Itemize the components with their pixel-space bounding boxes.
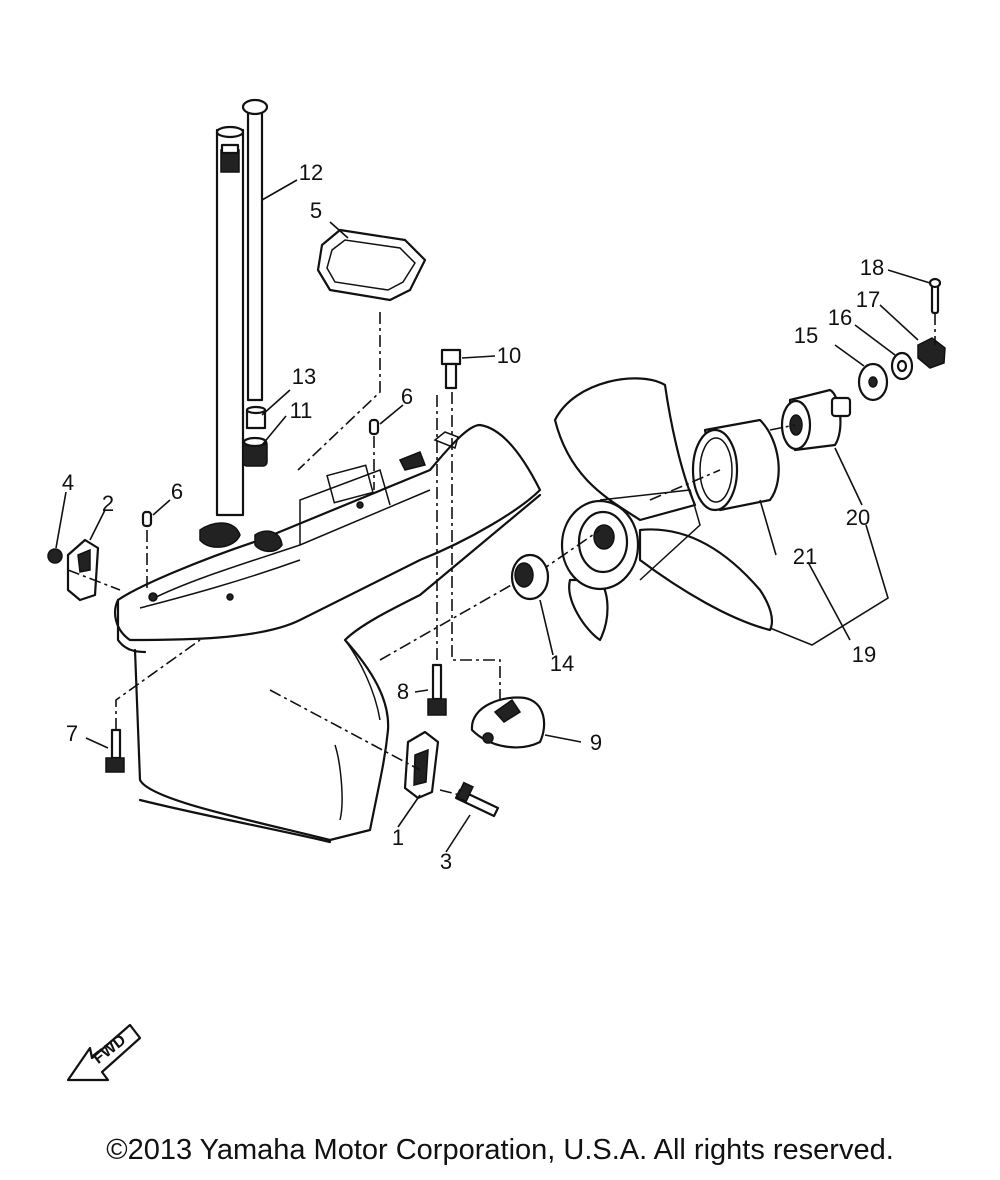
bolt <box>105 728 125 773</box>
dowel-pin <box>368 418 380 436</box>
callout-12: 12 <box>298 160 324 185</box>
leader-lines <box>55 179 931 853</box>
callout-21: 21 <box>792 544 818 569</box>
callout-13: 13 <box>291 364 317 389</box>
callout-3: 3 <box>439 849 453 874</box>
callout-5: 5 <box>309 198 323 223</box>
callout-18: 18 <box>859 255 885 280</box>
callout-1: 1 <box>391 825 405 850</box>
callout-14: 14 <box>549 651 575 676</box>
lower-unit-housing <box>114 423 542 844</box>
dowel-pin <box>141 510 153 528</box>
callout-4: 4 <box>61 470 75 495</box>
cotter-pin-head <box>928 277 942 289</box>
copyright-notice: ©2013 Yamaha Motor Corporation, U.S.A. A… <box>106 1134 894 1166</box>
trim-plate <box>470 696 546 749</box>
callout-19: 19 <box>851 642 877 667</box>
trim-tab <box>66 538 100 602</box>
assembly-lines <box>67 312 936 796</box>
callout-10: 10 <box>496 343 522 368</box>
callout-9: 9 <box>589 730 603 755</box>
spacer <box>691 418 780 512</box>
callout-7: 7 <box>65 721 79 746</box>
anode <box>403 730 440 800</box>
oil-seal <box>242 436 268 467</box>
fwd-arrow-icon <box>66 1023 142 1082</box>
callout-6: 6 <box>400 384 414 409</box>
bushing <box>245 405 267 430</box>
spacer <box>780 388 852 452</box>
washer-hole <box>868 376 878 388</box>
callout-16: 16 <box>827 305 853 330</box>
bolt <box>427 663 447 716</box>
shift-rod <box>241 98 269 402</box>
washer-hole <box>896 359 908 373</box>
callout-11: 11 <box>289 398 313 423</box>
thrust-washer <box>510 553 550 601</box>
callout-17: 17 <box>855 287 881 312</box>
callout-15: 15 <box>793 323 819 348</box>
callout-8: 8 <box>396 679 410 704</box>
bolt <box>440 348 462 390</box>
propeller <box>553 377 774 642</box>
callout-2: 2 <box>101 491 115 516</box>
nut <box>47 548 63 564</box>
gasket <box>316 228 427 302</box>
drive-shaft <box>215 125 245 517</box>
nut <box>917 337 946 369</box>
bolt <box>454 781 500 818</box>
callout-20: 20 <box>845 505 871 530</box>
callout-6: 6 <box>170 479 184 504</box>
